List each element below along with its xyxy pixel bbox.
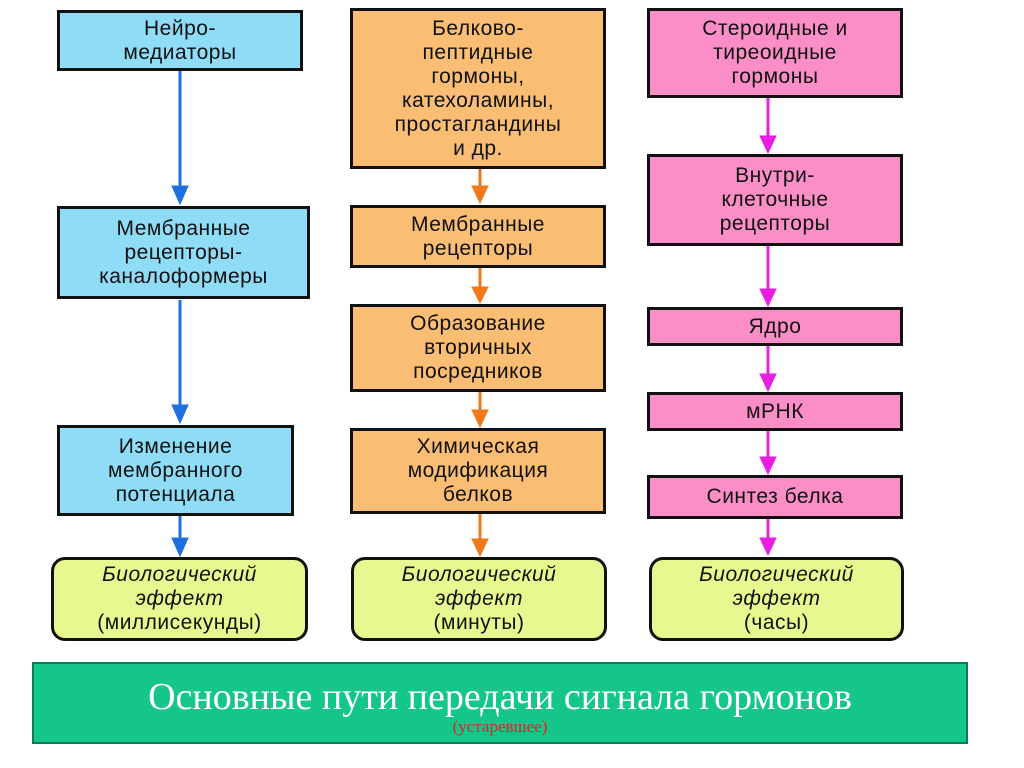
blue-arrows [171,69,189,558]
arrow-blue-1-head [171,185,189,206]
effect-box-milliseconds: Биологический эффект (миллисекунды) [51,557,308,641]
box-intracellular-receptors: Внутри- клеточные рецепторы [647,154,903,246]
caption-bar: Основные пути передачи сигнала гормонов … [32,662,968,744]
arrow-blue-2-head [171,404,189,425]
arrow-pink-1-head [759,135,777,155]
arrow-orange-2-head [471,286,489,305]
effect-word: эффект [435,587,523,610]
box-protein-peptide-hormones: Белково- пептидные гормоны, катехоламины… [350,8,606,169]
arrow-pink-4-head [759,456,777,476]
pink-arrows [759,97,777,557]
arrow-orange-4-head [471,538,489,558]
box-steroid-thyroid-hormones: Стероидные и тиреоидные гормоны [647,8,903,98]
effect-box-minutes: Биологический эффект (минуты) [351,557,607,641]
arrow-pink-5-head [759,537,777,557]
effect-time: (часы) [743,611,810,634]
arrow-orange-1-head [471,185,489,205]
effect-time: (минуты) [433,611,525,634]
effect-label: Биологический [401,563,557,586]
effect-label: Биологический [699,563,854,586]
box-neuromediators: Нейро- медиаторы [57,10,303,71]
caption-title: Основные пути передачи сигнала гормонов [148,676,852,718]
arrow-blue-3-head [171,537,189,558]
arrow-orange-3-head [471,409,489,429]
caption-subtitle: (устаревшее) [452,717,548,736]
effect-box-hours: Биологический эффект (часы) [649,557,904,641]
effect-time: (миллисекунды) [97,611,262,634]
effect-word: эффект [732,587,821,610]
box-nucleus: Ядро [647,307,903,346]
box-membrane-potential-change: Изменение мембранного потенциала [57,425,294,516]
box-protein-modification: Химическая модификация белков [350,428,606,514]
arrow-pink-3-head [759,373,777,393]
arrow-pink-2-head [759,288,777,308]
box-membrane-receptors: Мембранные рецепторы [350,205,606,268]
box-mrna: мРНК [647,392,903,431]
effect-label: Биологический [102,563,257,586]
orange-arrows [471,168,489,558]
box-second-messengers: Образование вторичных посредников [350,304,606,392]
box-membrane-receptors-channels: Мембранные рецепторы- каналоформеры [57,206,310,299]
effect-word: эффект [135,587,224,610]
box-protein-synthesis: Синтез белка [647,475,903,519]
